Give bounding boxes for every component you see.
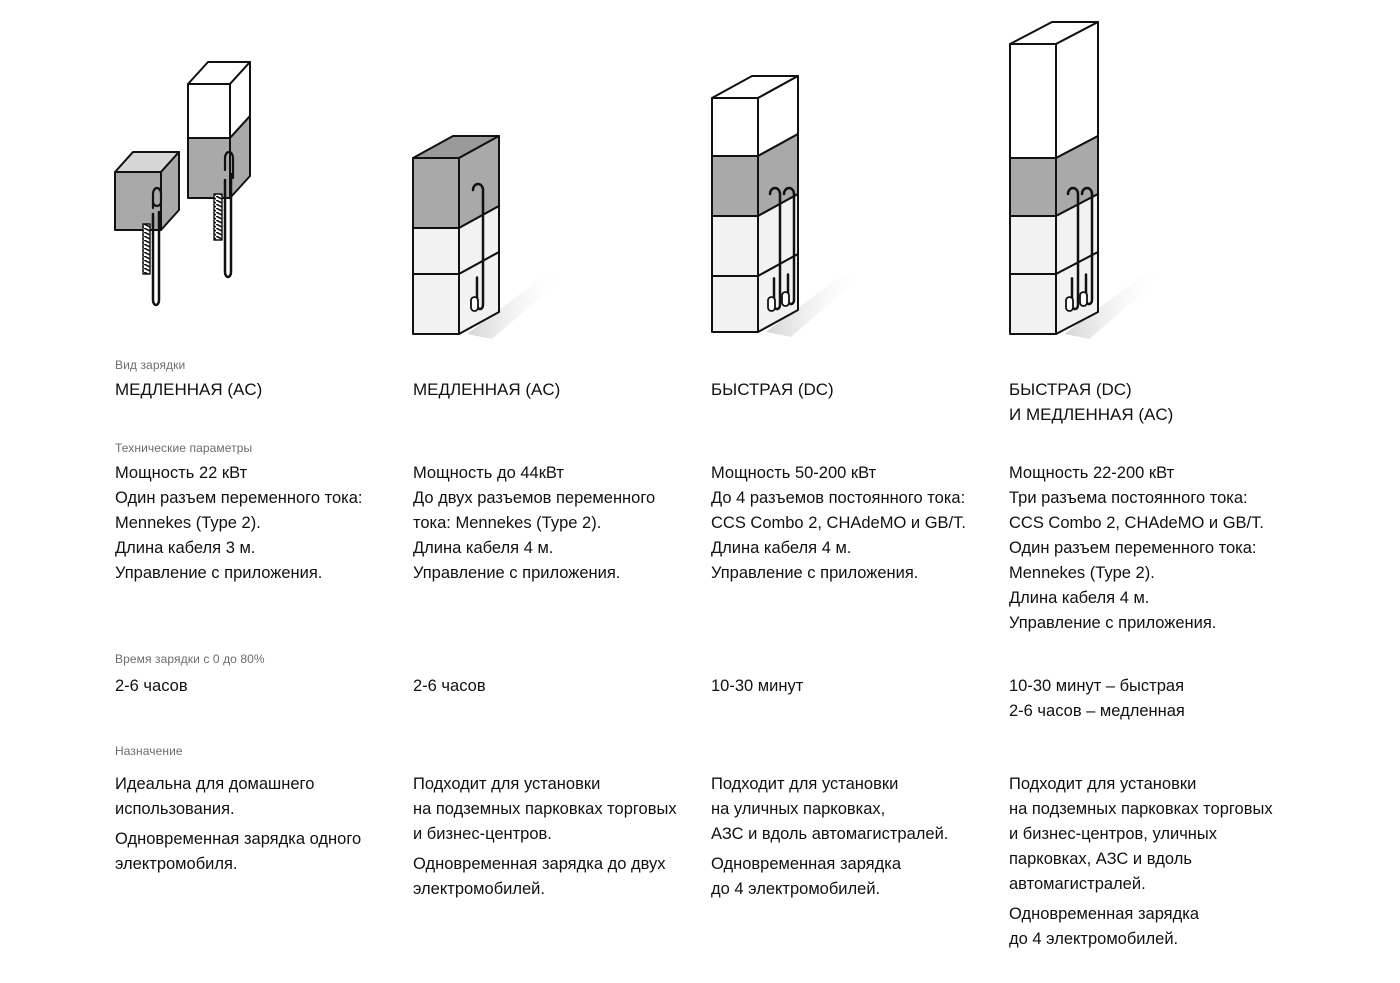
text-line: Управление с приложения.: [115, 564, 323, 582]
text-line: Три разъема постоянного тока:: [1009, 489, 1248, 507]
col-1-kind: МЕДЛЕННАЯ (AC): [115, 377, 400, 402]
col-4-kind: БЫСТРАЯ (DC) И МЕДЛЕННАЯ (AC): [1009, 377, 1294, 427]
text-line: Управление с приложения.: [711, 564, 919, 582]
text-line: Один разъем переменного тока:: [115, 489, 363, 507]
text-line: автомагистралей.: [1009, 875, 1146, 893]
text-line: Mennekes (Type 2).: [115, 514, 261, 532]
text-line: МЕДЛЕННАЯ (AC): [413, 380, 561, 399]
purpose-paragraph: Одновременная зарядка до 4 электромобилей…: [1009, 902, 1294, 952]
label-tech: Технические параметры: [115, 441, 253, 455]
col-1-time: 2-6 часов: [115, 674, 400, 699]
text-line: и бизнес-центров.: [413, 825, 552, 843]
col-3-kind: БЫСТРАЯ (DC): [711, 377, 996, 402]
text-line: Одновременная зарядка одного: [115, 830, 362, 848]
col-3-tech: Мощность 50-200 кВт До 4 разъемов постоян…: [711, 461, 996, 586]
combo-station-icon: [1009, 21, 1165, 339]
text-line: БЫСТРАЯ (DC): [1009, 380, 1132, 399]
text-line: Длина кабеля 4 м.: [413, 539, 554, 557]
text-line: Один разъем переменного тока:: [1009, 539, 1257, 557]
col-1-purpose: Идеальна для домашнего использования. Одно…: [115, 772, 400, 882]
text-line: CCS Combo 2, CHAdeMO и GB/T.: [711, 514, 966, 532]
col-2-purpose: Подходит для установки на подземных парко…: [413, 772, 698, 907]
text-line: Одновременная зарядка: [1009, 905, 1199, 923]
text-line: 2-6 часов – медленная: [1009, 702, 1185, 720]
text-line: Подходит для установки: [711, 775, 899, 793]
col-2-time: 2-6 часов: [413, 674, 698, 699]
text-line: до 4 электромобилей.: [1009, 930, 1179, 948]
text-line: 10-30 минут – быстрая: [1009, 677, 1185, 695]
text-line: 2-6 часов: [115, 677, 188, 695]
text-line: тока: Mennekes (Type 2).: [413, 514, 602, 532]
text-line: Мощность 22-200 кВт: [1009, 464, 1175, 482]
text-line: Мощность 22 кВт: [115, 464, 248, 482]
text-line: Одновременная зарядка до двух: [413, 855, 666, 873]
text-line: CCS Combo 2, CHAdeMO и GB/T.: [1009, 514, 1264, 532]
purpose-paragraph: Подходит для установки на подземных парко…: [413, 772, 698, 847]
text-line: БЫСТРАЯ (DC): [711, 380, 834, 399]
purpose-paragraph: Одновременная зарядка до 4 электромобилей…: [711, 852, 996, 902]
text-line: 2-6 часов: [413, 677, 486, 695]
text-line: использования.: [115, 800, 235, 818]
label-purpose: Назначение: [115, 744, 183, 758]
wall-chargers-icon: [114, 61, 251, 307]
fast-station-icon: [711, 75, 866, 337]
label-kind: Вид зарядки: [115, 358, 186, 372]
text-line: До двух разъемов переменного: [413, 489, 656, 507]
slow-station-icon: [412, 135, 567, 339]
col-4-time: 10-30 минут – быстрая 2-6 часов – медленн…: [1009, 674, 1294, 724]
text-line: электромобилей.: [413, 880, 545, 898]
text-line: на подземных парковках торговых: [413, 800, 677, 818]
label-time: Время зарядки с 0 до 80%: [115, 652, 265, 666]
text-line: Мощность до 44кВт: [413, 464, 564, 482]
purpose-paragraph: Подходит для установки на подземных парко…: [1009, 772, 1294, 897]
text-line: АЗС и вдоль автомагистралей.: [711, 825, 949, 843]
purpose-paragraph: Одновременная зарядка до двух электромоби…: [413, 852, 698, 902]
text-line: Подходит для установки: [413, 775, 601, 793]
text-line: Мощность 50-200 кВт: [711, 464, 877, 482]
col-2-kind: МЕДЛЕННАЯ (AC): [413, 377, 698, 402]
text-line: 10-30 минут: [711, 677, 804, 695]
col-4-purpose: Подходит для установки на подземных парко…: [1009, 772, 1294, 957]
text-line: Длина кабеля 3 м.: [115, 539, 256, 557]
text-line: Управление с приложения.: [1009, 614, 1217, 632]
text-line: Mennekes (Type 2).: [1009, 564, 1155, 582]
text-line: Идеальна для домашнего: [115, 775, 315, 793]
col-3-time: 10-30 минут: [711, 674, 996, 699]
illustrations: [114, 21, 1165, 339]
text-line: Управление с приложения.: [413, 564, 621, 582]
text-line: Длина кабеля 4 м.: [711, 539, 852, 557]
purpose-paragraph: Одновременная зарядка одного электромобил…: [115, 827, 400, 877]
col-3-purpose: Подходит для установки на уличных парковк…: [711, 772, 996, 907]
text-line: и бизнес-центров, уличных: [1009, 825, 1218, 843]
text-line: на подземных парковках торговых: [1009, 800, 1273, 818]
purpose-paragraph: Идеальна для домашнего использования.: [115, 772, 400, 822]
text-line: И МЕДЛЕННАЯ (AC): [1009, 405, 1174, 424]
text-line: на уличных парковках,: [711, 800, 886, 818]
text-line: МЕДЛЕННАЯ (AC): [115, 380, 263, 399]
text-line: до 4 электромобилей.: [711, 880, 881, 898]
text-line: Подходит для установки: [1009, 775, 1197, 793]
text-line: парковках, АЗС и вдоль: [1009, 850, 1192, 868]
text-line: Одновременная зарядка: [711, 855, 901, 873]
text-line: Длина кабеля 4 м.: [1009, 589, 1150, 607]
text-line: До 4 разъемов постоянного тока:: [711, 489, 966, 507]
col-2-tech: Мощность до 44кВт До двух разъемов переме…: [413, 461, 698, 586]
purpose-paragraph: Подходит для установки на уличных парковк…: [711, 772, 996, 847]
text-line: электромобиля.: [115, 855, 238, 873]
